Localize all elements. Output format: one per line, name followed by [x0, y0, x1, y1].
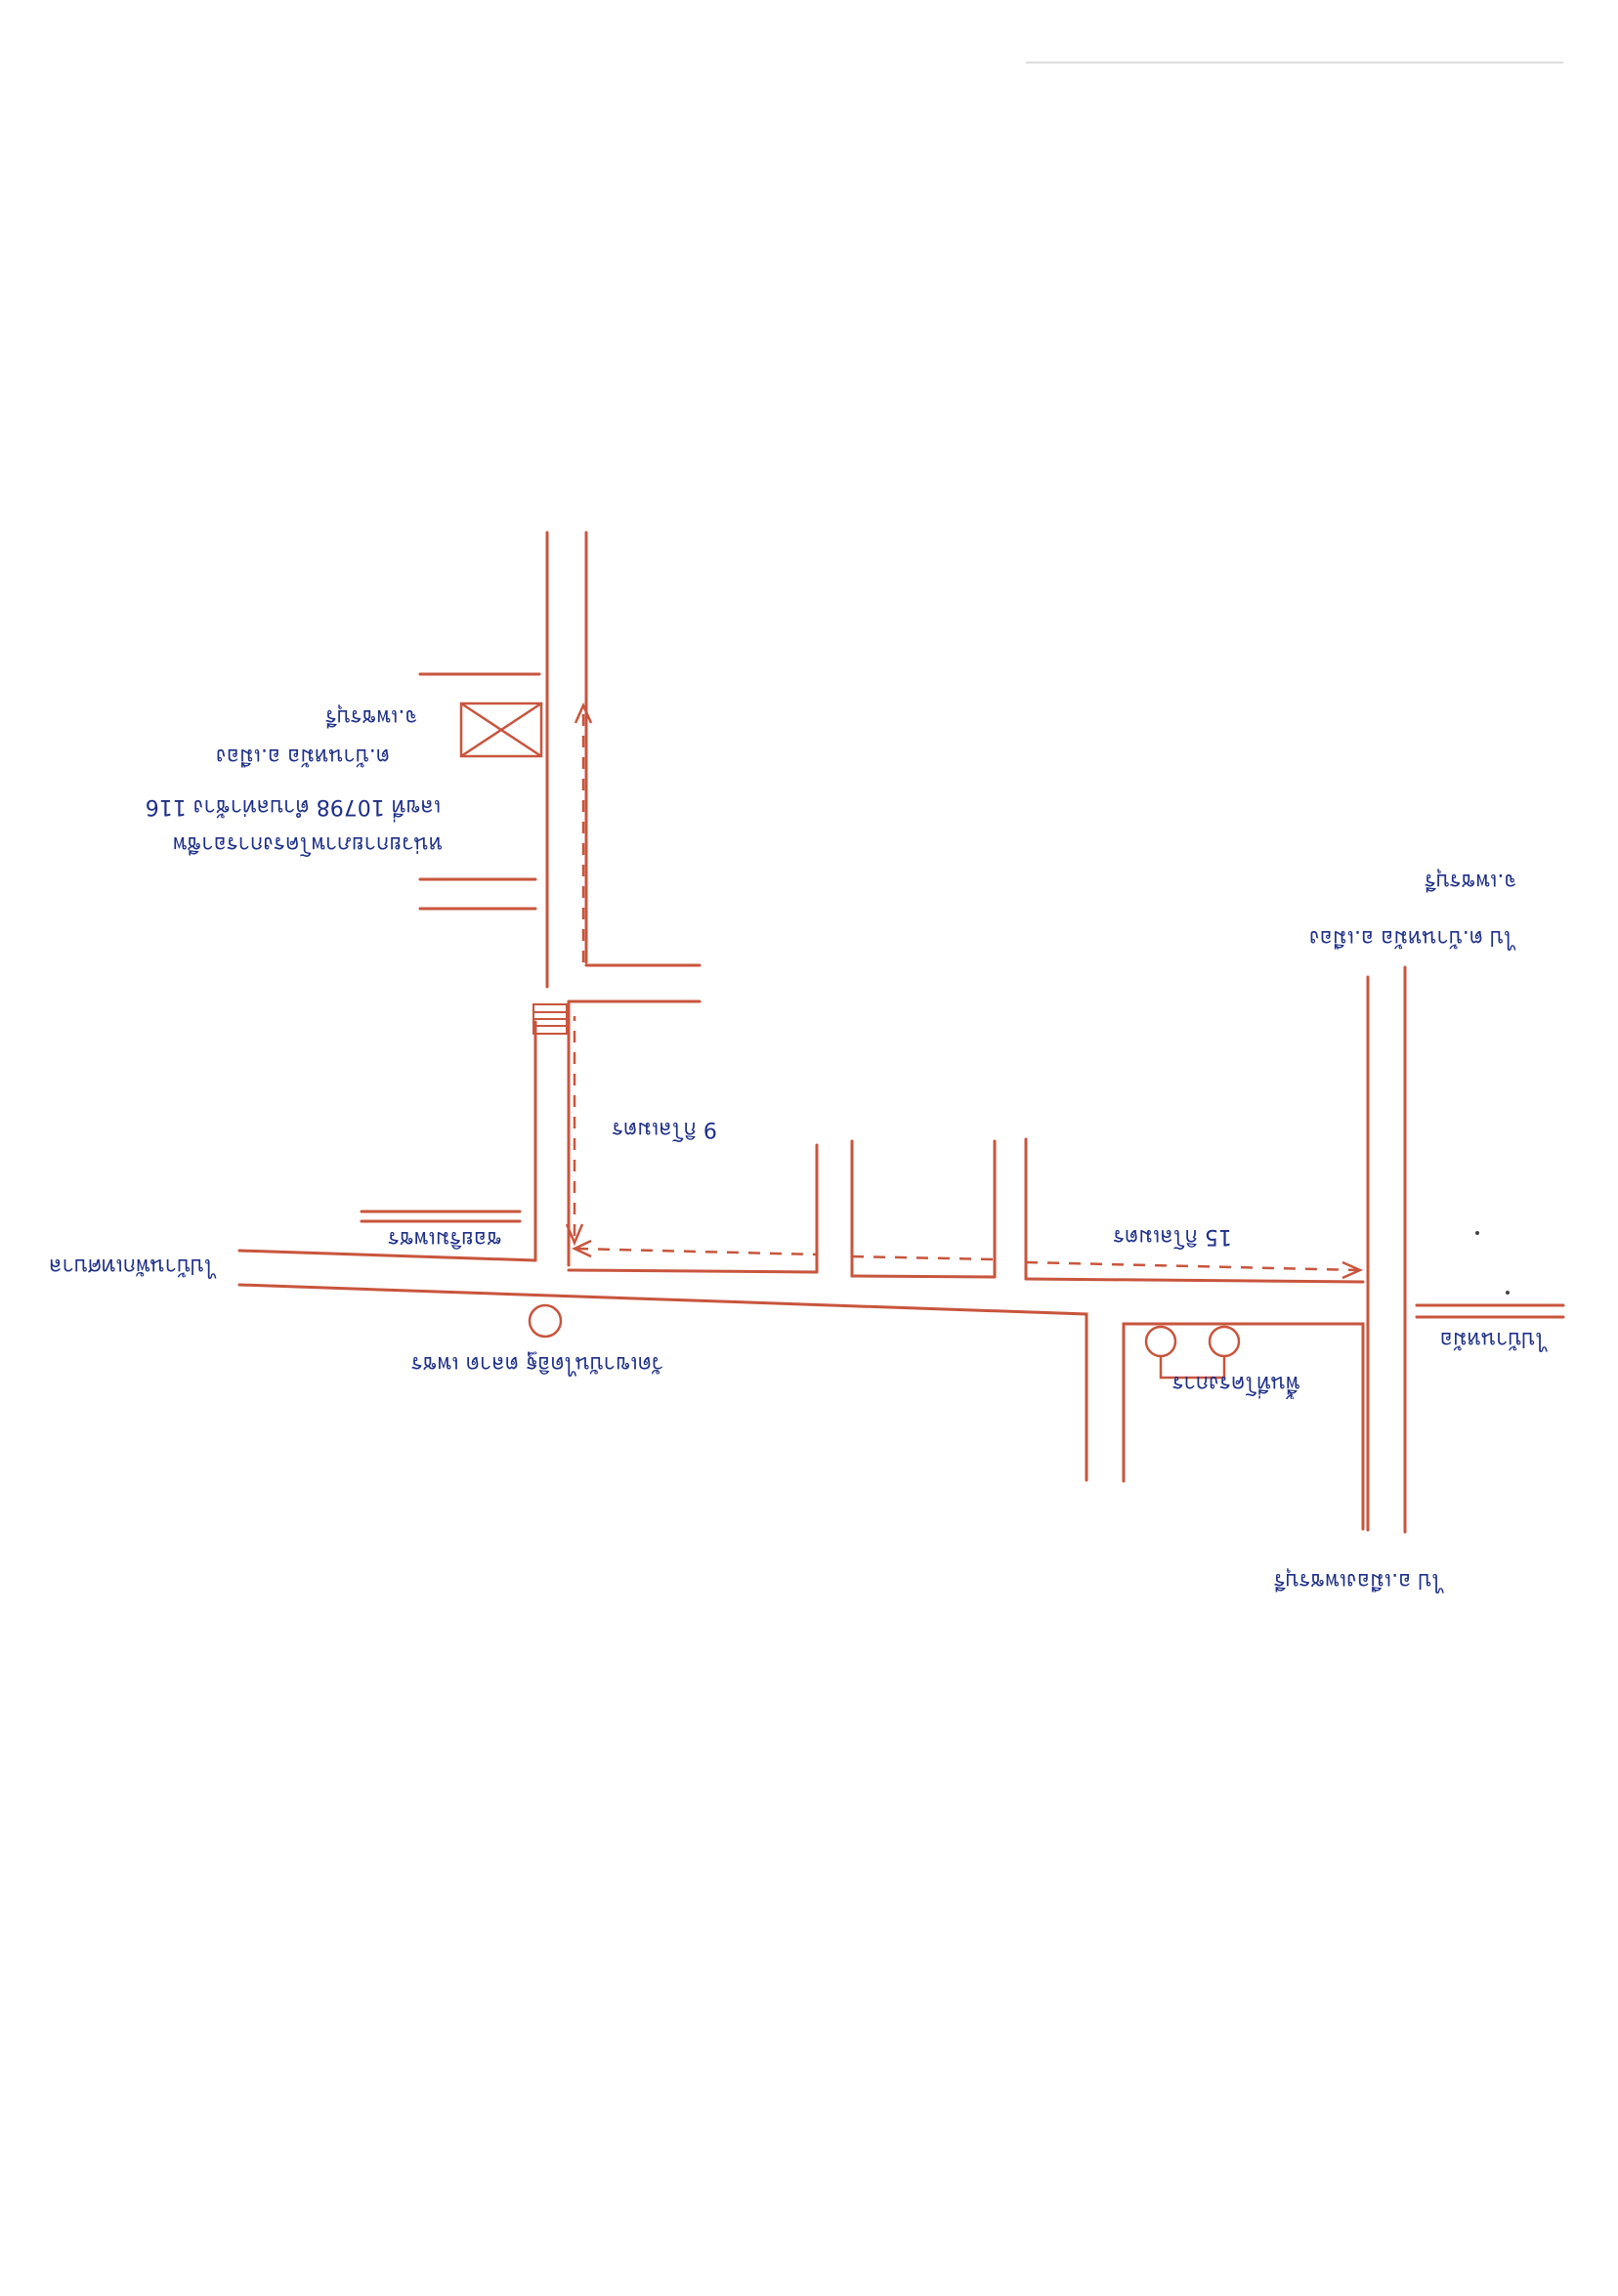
site-box-icon — [459, 702, 543, 758]
main-road-left-edge — [533, 531, 549, 1262]
lane-rim-pet-road — [360, 1210, 522, 1223]
label-office-line-3: ต.บ้านหม้อ อ.เมือง — [215, 744, 391, 768]
label-lane-rim-pet: ซอยริมเพชร — [387, 1226, 502, 1251]
side-lane-1 — [815, 1139, 854, 1278]
label-right-lane: ไปบ้านหม้อ — [1439, 1327, 1547, 1351]
label-cross-road-left: ไปบ้านพักเทศบาล — [49, 1254, 215, 1278]
route-east — [575, 1247, 1359, 1272]
label-bottom-right: ไป อ.เมืองเพชรบุรี — [1273, 1568, 1443, 1593]
label-temple-market: วัดเขาบันไดอิฐ ตลาด เพชร — [410, 1351, 664, 1376]
main-road-right-edge — [567, 531, 588, 1267]
label-route-9-km: 9 กิโลเมตร — [612, 1117, 717, 1141]
dot-mark — [1506, 1291, 1510, 1295]
project-site-circles-icon — [1144, 1325, 1241, 1380]
label-route-15-km: 15 กิโลเมตร — [1113, 1224, 1232, 1249]
arrow-west-icon — [572, 1239, 592, 1258]
arrow-south-icon — [565, 1223, 584, 1247]
label-to-right-road-2: จ.เพชรบุรี — [1424, 869, 1517, 893]
arrow-north-icon — [574, 702, 593, 724]
label-to-right-road: ไป ต.บ้านหม้อ อ.เมือง — [1308, 925, 1515, 950]
label-project-site: พื้นที่โครงการ — [1171, 1371, 1300, 1395]
right-lane — [1415, 1303, 1565, 1319]
label-office-line-4: จ.เพชรบุรี — [324, 704, 418, 729]
arrow-east-icon — [1341, 1260, 1364, 1280]
label-office-line-1: หน่วยกายภาพโครงการอาชีพ — [172, 831, 444, 856]
stairs-icon — [532, 1003, 568, 1035]
landmark-circle-icon — [528, 1303, 563, 1339]
horizontal-road-top — [237, 1249, 1365, 1284]
label-office-line-2: เลขที่ 10798 ตำบลท่าช้าง 116 — [145, 794, 442, 819]
horizontal-road-bottom — [237, 1283, 1365, 1531]
dot-mark — [1475, 1231, 1479, 1235]
side-lane-2 — [993, 1137, 1028, 1281]
route-north — [573, 711, 585, 1236]
